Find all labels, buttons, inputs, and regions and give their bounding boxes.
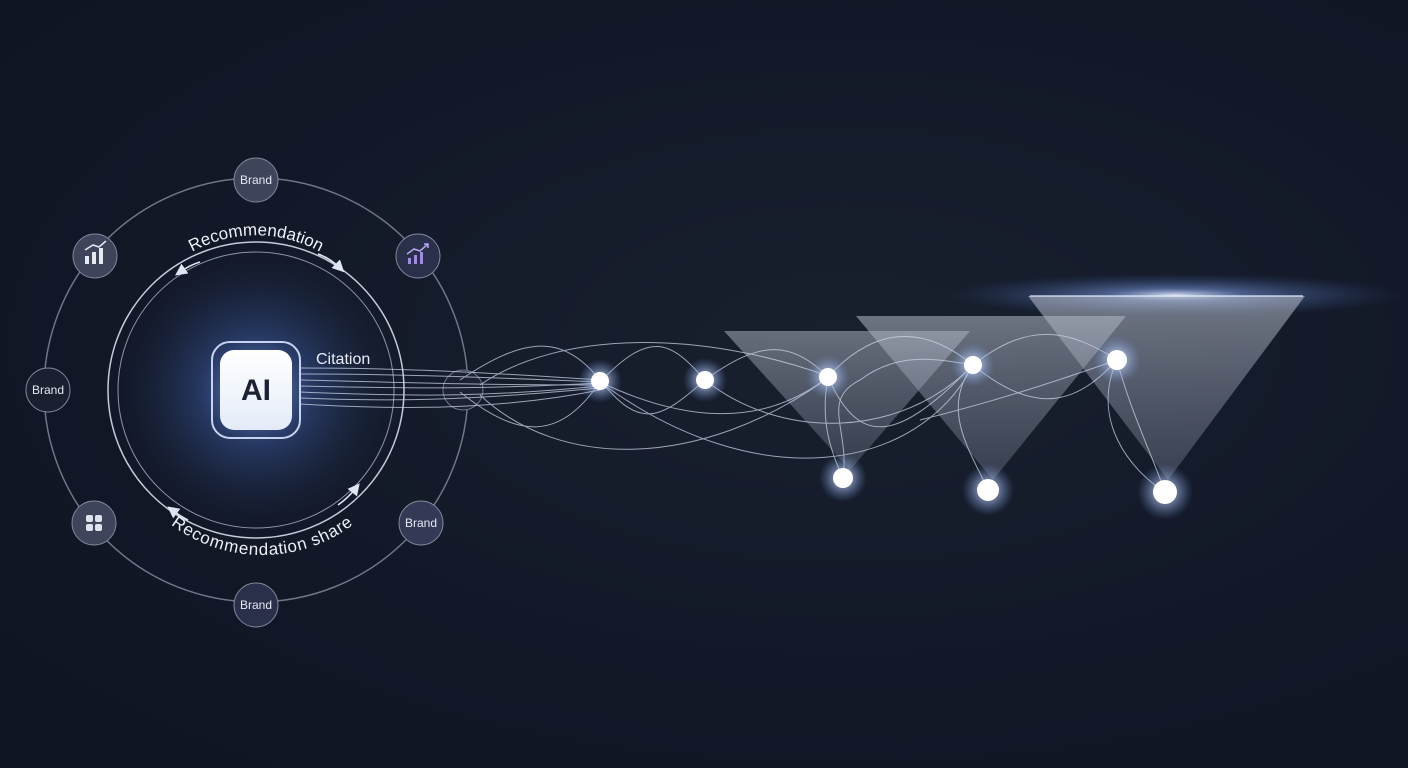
svg-text:Brand: Brand (240, 598, 272, 612)
brand-node-right: Brand (398, 500, 444, 546)
bar-chart-growth-icon (72, 233, 118, 279)
brand-node-top: Brand (233, 157, 279, 203)
funnel-3-output-dot (1137, 464, 1193, 520)
top-arc-arrow-left (175, 261, 201, 276)
funnel-2-output-dot (962, 464, 1014, 516)
citation-label: Citation (316, 351, 370, 368)
orbit-connector-node (442, 369, 484, 411)
ai-chip: AI (211, 341, 301, 439)
brand-node-bottom: Brand (233, 582, 279, 628)
funnel-2-top-dot (951, 343, 995, 387)
flow-dot-2 (683, 358, 727, 402)
top-arc-arrow-right (317, 253, 345, 273)
bottom-arc-arrow-right (337, 483, 360, 506)
inner-orbit-ring (107, 241, 405, 539)
ai-label: AI (241, 374, 271, 407)
puzzle-pieces-icon (71, 500, 117, 546)
flow-dot-1 (578, 359, 622, 403)
brand-node-left: Brand (25, 367, 71, 413)
funnel-3 (1028, 296, 1305, 480)
svg-text:Brand: Brand (240, 173, 272, 187)
funnel-3-top-dot (1093, 336, 1141, 384)
trend-up-chart-icon (395, 233, 441, 279)
svg-text:Brand: Brand (32, 383, 64, 397)
funnel-2 (856, 316, 1126, 480)
funnel-1-top-dot (806, 355, 850, 399)
funnels (724, 273, 1405, 480)
funnel-1-output-dot (819, 454, 867, 502)
glow-dots (578, 336, 1193, 520)
svg-text:Brand: Brand (405, 516, 437, 530)
bottom-arc-arrow-left (167, 506, 189, 521)
orbit-system: Recommendation Recommendation share AI C… (25, 157, 484, 628)
inner-orbit-ring-2 (117, 251, 395, 529)
